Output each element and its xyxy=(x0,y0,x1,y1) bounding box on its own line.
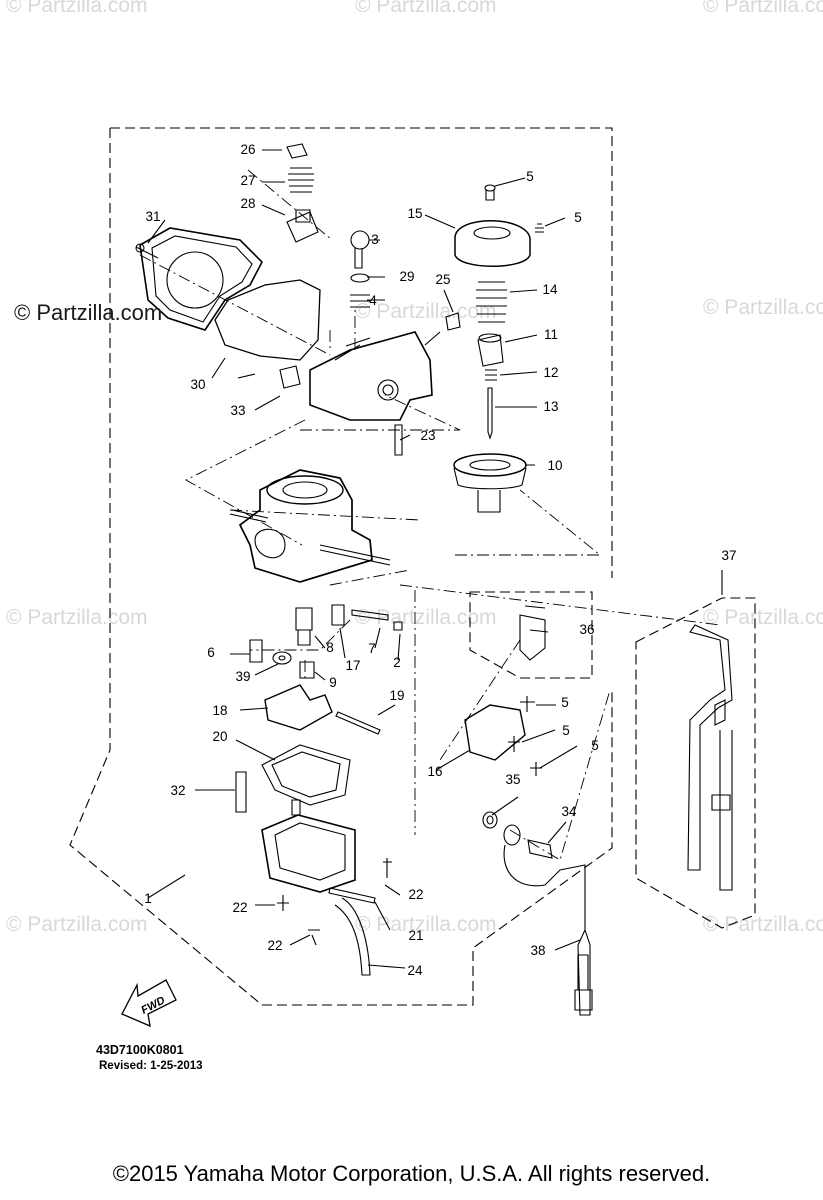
fwd-label: FWD xyxy=(139,994,167,1016)
callout-12: 12 xyxy=(543,365,558,380)
watermark: © Partzilla.com xyxy=(703,0,823,17)
watermark: © Partzilla.com xyxy=(6,0,148,17)
callout-36: 36 xyxy=(579,622,594,637)
callout-29: 29 xyxy=(399,269,414,284)
callout-5: 5 xyxy=(561,695,569,710)
callout-27: 27 xyxy=(240,173,255,188)
watermark: © Partzilla.com xyxy=(355,913,497,936)
callout-39: 39 xyxy=(235,669,250,684)
callout-34: 34 xyxy=(561,804,577,819)
callout-5: 5 xyxy=(591,738,599,753)
callout-22: 22 xyxy=(232,900,247,915)
copyright-footer: ©2015 Yamaha Motor Corporation, U.S.A. A… xyxy=(112,1161,711,1186)
watermark: © Partzilla.com xyxy=(703,913,823,936)
callout-14: 14 xyxy=(542,282,558,297)
callout-33: 33 xyxy=(230,403,245,418)
revised-date: Revised: 1-25-2013 xyxy=(99,1060,203,1072)
callout-7: 7 xyxy=(368,641,376,656)
callout-23: 23 xyxy=(420,428,435,443)
watermark: © Partzilla.com xyxy=(355,0,497,17)
watermark-dark: © Partzilla.com xyxy=(14,300,163,325)
callout-20: 20 xyxy=(212,729,227,744)
callout-15: 15 xyxy=(407,206,422,221)
callout-2: 2 xyxy=(393,655,401,670)
callout-11: 11 xyxy=(544,327,558,342)
callout-35: 35 xyxy=(505,772,520,787)
callout-5: 5 xyxy=(574,210,582,225)
callout-31: 31 xyxy=(145,209,160,224)
callout-10: 10 xyxy=(547,458,562,473)
callout-9: 9 xyxy=(329,675,337,690)
callout-30: 30 xyxy=(190,377,205,392)
callout-25: 25 xyxy=(435,272,450,287)
callout-37: 37 xyxy=(721,548,736,563)
callout-8: 8 xyxy=(326,640,334,655)
watermark: © Partzilla.com xyxy=(355,606,497,629)
callout-18: 18 xyxy=(212,703,227,718)
callout-22: 22 xyxy=(267,938,282,953)
callout-16: 16 xyxy=(427,764,442,779)
callout-26: 26 xyxy=(240,142,255,157)
callout-28: 28 xyxy=(240,196,255,211)
callout-17: 17 xyxy=(345,658,360,673)
callout-13: 13 xyxy=(543,399,558,414)
callout-38: 38 xyxy=(530,943,545,958)
watermark: © Partzilla.com xyxy=(6,606,148,629)
callout-19: 19 xyxy=(389,688,404,703)
callout-1: 1 xyxy=(144,891,152,906)
callout-4: 4 xyxy=(369,293,377,308)
callout-6: 6 xyxy=(207,645,215,660)
callout-32: 32 xyxy=(170,783,185,798)
watermark: © Partzilla.com xyxy=(703,606,823,629)
callout-22: 22 xyxy=(408,887,423,902)
callout-5: 5 xyxy=(562,723,570,738)
callout-5: 5 xyxy=(526,169,534,184)
fwd-arrow-icon: FWD xyxy=(121,979,177,1028)
watermark: © Partzilla.com xyxy=(355,300,497,323)
watermark: © Partzilla.com xyxy=(6,913,148,936)
callout-3: 3 xyxy=(371,232,379,247)
callout-24: 24 xyxy=(407,963,423,978)
watermark: © Partzilla.com xyxy=(703,296,823,319)
callout-21: 21 xyxy=(408,928,423,943)
diagram-code: 43D7100K0801 xyxy=(96,1043,184,1057)
